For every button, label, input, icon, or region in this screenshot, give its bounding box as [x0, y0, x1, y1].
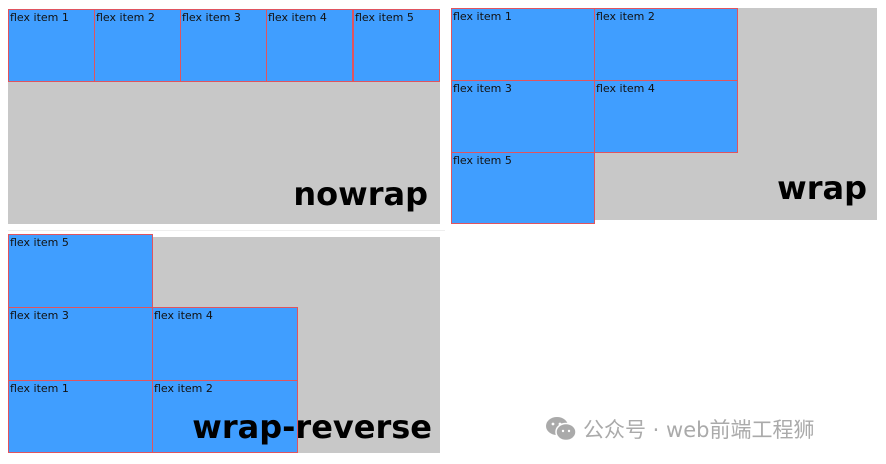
flex-item: flex item 1	[451, 8, 595, 81]
panel-title: wrap	[777, 169, 867, 207]
watermark-text: 公众号 · web前端工程狮	[583, 418, 815, 442]
flex-item: flex item 4	[594, 80, 738, 153]
wechat-icon	[546, 417, 577, 442]
flex-item: flex item 4	[266, 9, 353, 82]
flex-item: flex item 5	[451, 152, 595, 224]
flex-item: flex item 1	[8, 380, 153, 453]
flex-item: flex item 2	[594, 8, 738, 81]
flex-item: flex item 1	[8, 9, 95, 82]
flex-item: flex item 2	[152, 380, 298, 453]
wrap-container: flex item 1 flex item 2 flex item 3 flex…	[451, 8, 877, 224]
flex-item: flex item 3	[8, 307, 153, 381]
flex-item: flex item 5	[8, 234, 153, 308]
panel-title: nowrap	[293, 175, 428, 213]
flex-item: flex item 3	[451, 80, 595, 153]
flex-item: flex item 2	[94, 9, 181, 82]
watermark: 公众号 · web前端工程狮	[545, 414, 814, 444]
flex-item: flex item 5	[353, 9, 440, 82]
flex-item: flex item 4	[152, 307, 298, 381]
divider	[8, 230, 445, 231]
flex-item: flex item 3	[180, 9, 267, 82]
wrap-reverse-container: flex item 5 flex item 3 flex item 4 flex…	[8, 234, 440, 453]
panel-title: wrap-reverse	[192, 408, 432, 446]
nowrap-container: flex item 1 flex item 2 flex item 3 flex…	[8, 9, 440, 224]
